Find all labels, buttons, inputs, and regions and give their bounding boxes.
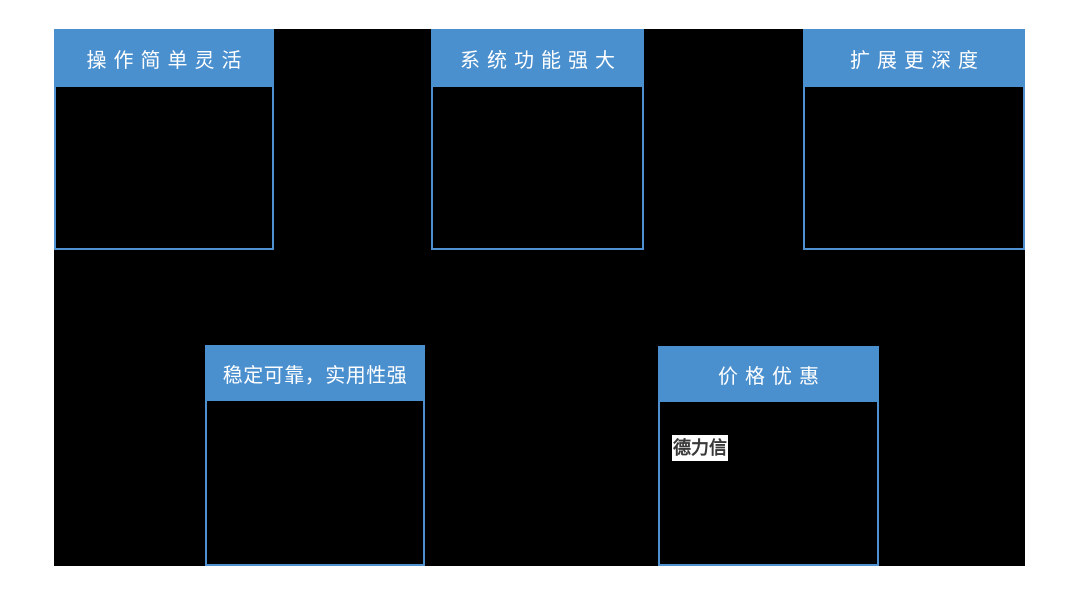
watermark-label: 德力信 (672, 435, 728, 461)
feature-card-title: 稳定可靠，实用性强 (205, 345, 425, 401)
feature-card-stability: 稳定可靠，实用性强 (205, 345, 425, 566)
image-placeholder (205, 401, 425, 566)
feature-card-system: 系统功能强大 (431, 29, 644, 250)
image-placeholder (803, 87, 1025, 250)
feature-card-title: 价格优惠 (658, 346, 879, 402)
feature-card-operation: 操作简单灵活 (54, 29, 274, 250)
feature-card-price: 价格优惠 德力信 (658, 346, 879, 566)
feature-card-title: 操作简单灵活 (54, 29, 274, 87)
image-placeholder (431, 87, 644, 250)
feature-card-title: 系统功能强大 (431, 29, 644, 87)
image-placeholder (54, 87, 274, 250)
feature-card-expansion: 扩展更深度 (803, 29, 1025, 250)
feature-card-title: 扩展更深度 (803, 29, 1025, 87)
image-placeholder: 德力信 (658, 402, 879, 566)
